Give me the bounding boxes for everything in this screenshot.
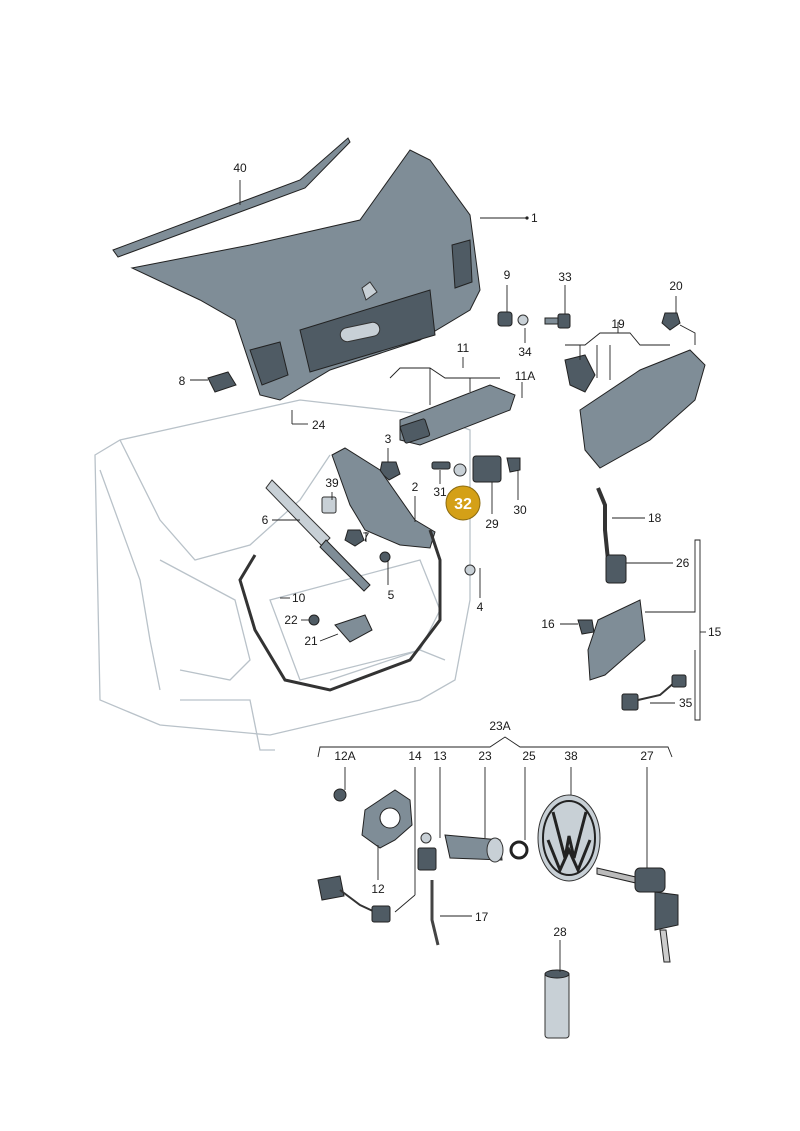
label-part-25: 25 — [522, 749, 536, 763]
small-parts-3-29-30-31 — [379, 455, 521, 483]
lock-assembly-part-11 — [399, 384, 516, 446]
label-part-27: 27 — [640, 749, 654, 763]
label-part-34: 34 — [518, 345, 532, 359]
highlight-label: 32 — [454, 496, 472, 513]
label-part-1: 1 — [531, 211, 538, 225]
label-part-38: 38 — [564, 749, 578, 763]
label-part-39: 39 — [325, 476, 339, 490]
label-part-29: 29 — [485, 517, 499, 531]
label-part-8: 8 — [179, 374, 186, 388]
striker-part-21 — [308, 614, 373, 643]
lock-cylinder-part-23 — [444, 834, 529, 863]
label-part-26: 26 — [676, 556, 690, 570]
label-part-19: 19 — [611, 317, 625, 331]
label-part-40: 40 — [233, 161, 247, 175]
key-part-27 — [596, 867, 679, 963]
wiring-harness-part-14 — [317, 875, 391, 923]
label-part-23a: 23A — [489, 719, 510, 733]
cable-part-10 — [238, 529, 442, 692]
cover-part-12 — [333, 788, 413, 849]
label-part-33: 33 — [558, 270, 572, 284]
trunk-lid-part-1 — [130, 149, 481, 401]
cylinder-part-28 — [544, 969, 570, 1039]
label-part-7: 7 — [363, 530, 370, 544]
label-part-21: 21 — [304, 634, 318, 648]
release-mechanism-15 — [577, 487, 687, 711]
label-part-30: 30 — [513, 503, 527, 517]
label-part-22: 22 — [284, 613, 298, 627]
part-labels: 40 1 9 33 34 20 19 11 11A 8 24 3 39 2 31… — [179, 161, 722, 939]
fasteners-9-33-34 — [497, 311, 571, 329]
label-part-6: 6 — [262, 513, 269, 527]
label-part-10: 10 — [292, 591, 306, 605]
trim-strip-part-40 — [112, 137, 351, 258]
label-part-9: 9 — [504, 268, 511, 282]
label-part-20: 20 — [669, 279, 683, 293]
rod-part-17 — [430, 880, 440, 946]
label-part-3: 3 — [385, 432, 392, 446]
label-part-24: 24 — [312, 418, 326, 432]
label-part-28: 28 — [553, 925, 567, 939]
label-part-18: 18 — [648, 511, 662, 525]
car-body-outline — [94, 399, 471, 751]
leader-lines — [190, 180, 706, 972]
highlight-callout-32[interactable]: 32 — [445, 485, 481, 521]
label-part-11: 11 — [457, 341, 470, 355]
bracket-part-19 — [564, 312, 706, 469]
label-part-35: 35 — [679, 696, 693, 710]
label-part-16: 16 — [541, 617, 555, 631]
buffer-part-8 — [207, 371, 237, 393]
emblem-part-38 — [537, 794, 601, 882]
gas-strut-part-6 — [265, 479, 371, 592]
label-part-31: 31 — [433, 485, 447, 499]
label-part-17: 17 — [475, 910, 489, 924]
label-part-14: 14 — [408, 749, 422, 763]
label-part-12: 12 — [371, 882, 385, 896]
label-part-11a: 11A — [515, 369, 535, 383]
bracket-part-13 — [417, 832, 437, 871]
label-part-15: 15 — [708, 625, 722, 639]
label-part-13: 13 — [433, 749, 447, 763]
label-part-23: 23 — [478, 749, 492, 763]
label-part-12a: 12A — [334, 749, 355, 763]
label-part-5: 5 — [388, 588, 395, 602]
label-part-4: 4 — [477, 600, 484, 614]
label-part-2: 2 — [412, 480, 419, 494]
highlight-circle — [445, 485, 481, 521]
